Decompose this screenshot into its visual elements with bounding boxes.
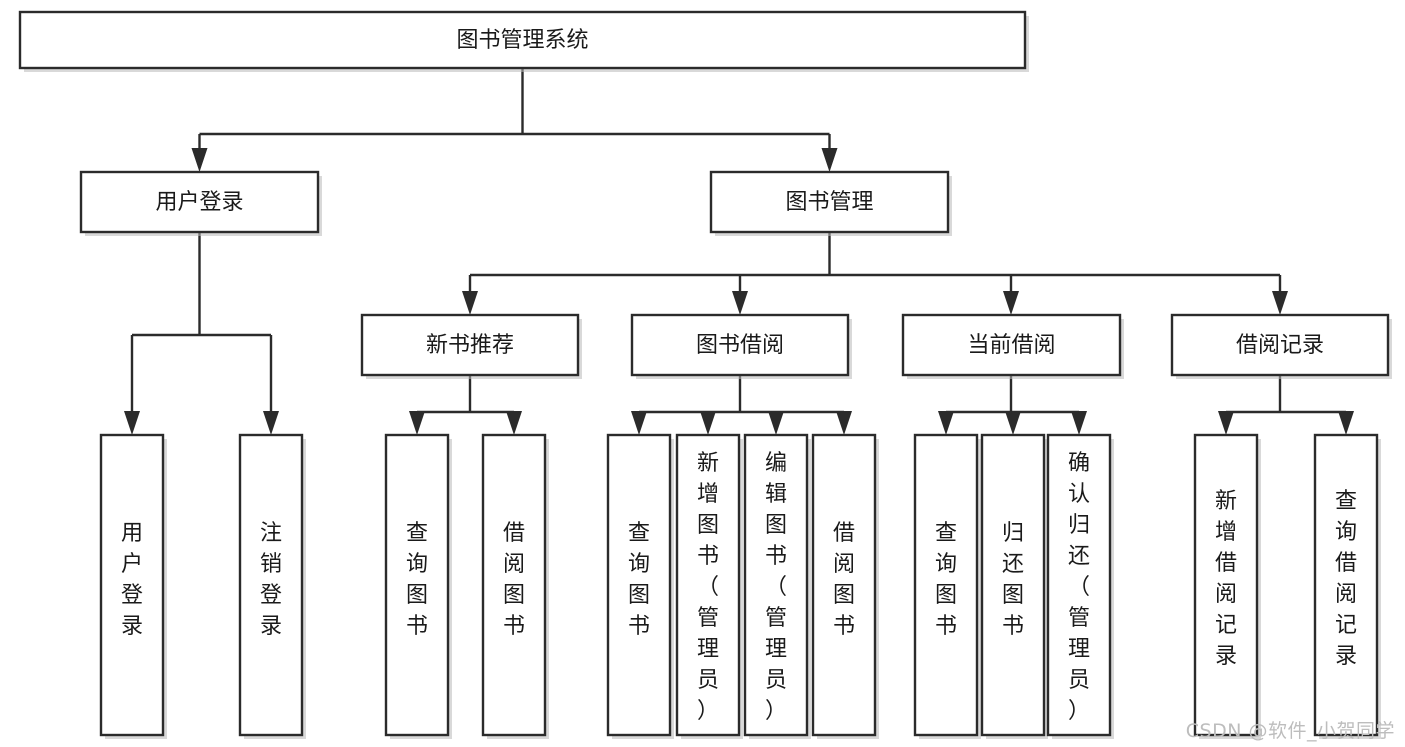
node-current-borrow-rect[interactable] bbox=[901, 313, 1122, 377]
node-leaf-query-book-3-label: 查询图书 bbox=[935, 521, 957, 639]
node-book-manage-rect[interactable] bbox=[709, 170, 950, 234]
node-user-login[interactable]: 用户登录 bbox=[79, 170, 322, 236]
node-book-borrow-label: 图书借阅 bbox=[696, 333, 784, 358]
node-leaf-query-book-2[interactable]: 查询图书 bbox=[606, 433, 674, 739]
node-leaf-query-book-1-label: 查询图书 bbox=[406, 521, 428, 639]
node-root-rect[interactable] bbox=[18, 10, 1027, 70]
node-leaf-add-record-rect[interactable] bbox=[1193, 433, 1259, 737]
node-book-manage[interactable]: 图书管理 bbox=[709, 170, 952, 236]
node-leaf-user-login-label: 用户登录 bbox=[121, 521, 143, 639]
node-new-book-rec[interactable]: 新书推荐 bbox=[360, 313, 582, 379]
node-leaf-query-book-1[interactable]: 查询图书 bbox=[384, 433, 452, 739]
node-leaf-query-book-1-rect[interactable] bbox=[384, 433, 450, 737]
node-current-borrow[interactable]: 当前借阅 bbox=[901, 313, 1124, 379]
node-leaf-logout-rect[interactable] bbox=[238, 433, 304, 737]
connector-layer bbox=[124, 68, 1354, 435]
arrow-head-leaf-query-record bbox=[1338, 411, 1354, 435]
node-leaf-user-login[interactable]: 用户登录 bbox=[99, 433, 167, 739]
arrow-head-leaf-logout bbox=[263, 411, 279, 435]
node-leaf-edit-book-rect[interactable] bbox=[743, 433, 809, 737]
arrow-head-user-login bbox=[191, 148, 208, 172]
node-leaf-logout-label: 注销登录 bbox=[260, 521, 282, 639]
node-new-book-rec-label: 新书推荐 bbox=[426, 333, 514, 358]
node-leaf-confirm-return[interactable]: 确认归还（管理员） bbox=[1046, 433, 1114, 739]
node-leaf-query-book-3[interactable]: 查询图书 bbox=[913, 433, 981, 739]
node-root-label: 图书管理系统 bbox=[456, 28, 588, 53]
node-leaf-query-book-2-rect[interactable] bbox=[606, 433, 672, 737]
arrow-head-leaf-query-book-3 bbox=[938, 411, 954, 435]
node-book-borrow[interactable]: 图书借阅 bbox=[630, 313, 852, 379]
node-leaf-confirm-return-label: 确认归还（管理员） bbox=[1068, 451, 1090, 724]
node-leaf-edit-book[interactable]: 编辑图书（管理员） bbox=[743, 433, 811, 739]
node-leaf-return-book-label: 归还图书 bbox=[1002, 521, 1024, 639]
arrow-head-leaf-confirm-return bbox=[1071, 411, 1087, 435]
leaf-nodes-layer: 用户登录 注销登录 查询图书 借阅图书 查询图书 bbox=[99, 433, 1381, 739]
node-leaf-user-login-rect[interactable] bbox=[99, 433, 165, 737]
arrow-head-leaf-borrow-book-1 bbox=[506, 411, 522, 435]
node-leaf-query-record-rect[interactable] bbox=[1313, 433, 1379, 737]
node-leaf-add-book[interactable]: 新增图书（管理员） bbox=[675, 433, 743, 739]
arrow-head-book-borrow bbox=[732, 291, 748, 315]
node-borrow-record[interactable]: 借阅记录 bbox=[1170, 313, 1392, 379]
node-root[interactable]: 图书管理系统 bbox=[18, 10, 1029, 72]
arrow-head-leaf-add-book bbox=[700, 411, 716, 435]
node-book-manage-label: 图书管理 bbox=[785, 190, 873, 215]
node-leaf-query-book-2-label: 查询图书 bbox=[628, 521, 650, 639]
arrow-head-leaf-borrow-book-2 bbox=[836, 411, 852, 435]
arrow-head-book-manage bbox=[821, 148, 838, 172]
node-leaf-borrow-book-1[interactable]: 借阅图书 bbox=[481, 433, 549, 739]
node-leaf-query-record[interactable]: 查询借阅记录 bbox=[1313, 433, 1381, 739]
node-borrow-record-rect[interactable] bbox=[1170, 313, 1390, 377]
arrow-head-new-book-rec bbox=[462, 291, 478, 315]
node-current-borrow-label: 当前借阅 bbox=[967, 333, 1055, 358]
node-leaf-borrow-book-2-label: 借阅图书 bbox=[833, 521, 855, 639]
node-leaf-return-book[interactable]: 归还图书 bbox=[980, 433, 1048, 739]
node-book-borrow-rect[interactable] bbox=[630, 313, 850, 377]
node-leaf-borrow-book-2[interactable]: 借阅图书 bbox=[811, 433, 879, 739]
node-leaf-query-book-3-rect[interactable] bbox=[913, 433, 979, 737]
arrow-head-leaf-query-book-1 bbox=[409, 411, 425, 435]
node-leaf-query-record-label: 查询借阅记录 bbox=[1335, 489, 1357, 669]
node-leaf-add-book-rect[interactable] bbox=[675, 433, 741, 737]
node-leaf-confirm-return-rect[interactable] bbox=[1046, 433, 1112, 737]
node-leaf-add-book-label: 新增图书（管理员） bbox=[697, 451, 719, 724]
arrow-head-leaf-query-book-2 bbox=[631, 411, 647, 435]
node-leaf-return-book-rect[interactable] bbox=[980, 433, 1046, 737]
node-leaf-logout[interactable]: 注销登录 bbox=[238, 433, 306, 739]
node-new-book-rec-rect[interactable] bbox=[360, 313, 580, 377]
node-user-login-label: 用户登录 bbox=[155, 190, 243, 215]
node-borrow-record-label: 借阅记录 bbox=[1236, 333, 1324, 358]
node-leaf-add-record[interactable]: 新增借阅记录 bbox=[1193, 433, 1261, 739]
arrow-head-current-borrow bbox=[1003, 291, 1019, 315]
node-leaf-add-record-label: 新增借阅记录 bbox=[1215, 489, 1237, 669]
node-leaf-edit-book-label: 编辑图书（管理员） bbox=[765, 451, 787, 724]
arrow-head-leaf-user-login bbox=[124, 411, 140, 435]
arrow-head-borrow-record bbox=[1272, 291, 1288, 315]
node-leaf-borrow-book-2-rect[interactable] bbox=[811, 433, 877, 737]
arrow-head-leaf-add-record bbox=[1218, 411, 1234, 435]
node-user-login-rect[interactable] bbox=[79, 170, 320, 234]
node-leaf-borrow-book-1-rect[interactable] bbox=[481, 433, 547, 737]
node-leaf-borrow-book-1-label: 借阅图书 bbox=[503, 521, 525, 639]
arrow-head-leaf-return-book bbox=[1005, 411, 1021, 435]
arrow-head-leaf-edit-book bbox=[768, 411, 784, 435]
